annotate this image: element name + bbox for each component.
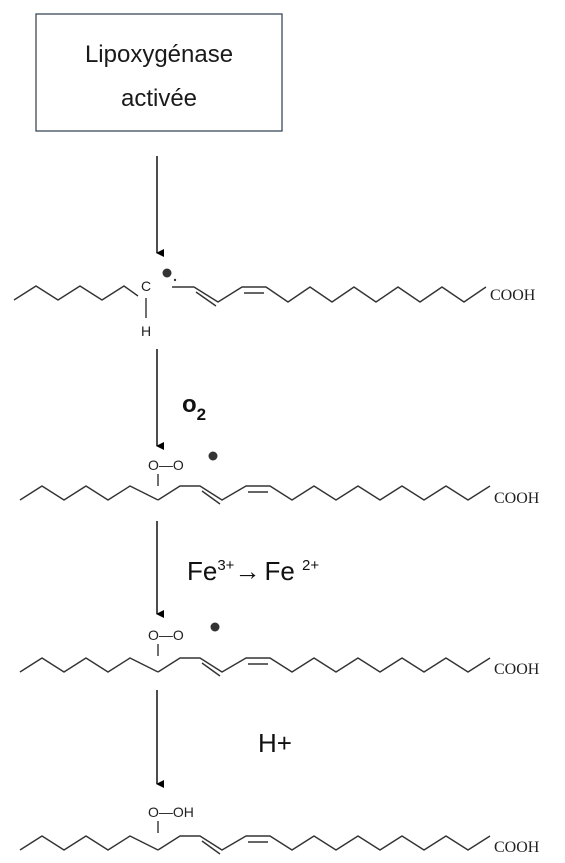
- enzyme-name-line1: Lipoxygénase: [85, 41, 233, 68]
- mol1-double-bond-1: [195, 291, 217, 307]
- mol4-right-chain: [157, 835, 491, 851]
- mol3-double-bond-1: [201, 662, 221, 677]
- mol1-hydrogen: H: [141, 323, 151, 339]
- mol1-right-chain: [172, 286, 487, 303]
- mol2-right-chain: [157, 485, 491, 501]
- mol2-radical-dot: [208, 451, 218, 461]
- mol3-peroxy-group: O—O: [148, 627, 184, 643]
- mol4-hydroperoxy-group: O—OH: [148, 804, 194, 820]
- enzyme-box: Lipoxygénase activée: [35, 13, 283, 132]
- fe-arrow: →: [234, 556, 260, 586]
- molecule-2: O—O COOH: [19, 451, 540, 507]
- mol3-right-chain: [157, 657, 491, 673]
- mol3-radical-dot: [210, 622, 220, 632]
- mol1-left-chain: [13, 285, 139, 301]
- mol2-acid: COOH: [494, 490, 540, 507]
- mol3-acid: COOH: [494, 661, 540, 678]
- condition-iron: Fe3+→Fe 2+: [187, 556, 319, 586]
- mol2-double-bond-1: [201, 490, 221, 505]
- o2-main: o: [182, 391, 197, 418]
- fe-b: Fe: [264, 556, 302, 586]
- mol1-carbon: C: [141, 278, 151, 294]
- mol3-left-chain: [19, 657, 159, 673]
- mol2-left-chain: [19, 485, 159, 501]
- enzyme-name-line2: activée: [121, 85, 197, 112]
- fe-a: Fe: [187, 556, 217, 586]
- condition-h-plus: H+: [258, 728, 292, 758]
- o2-subscript: 2: [197, 405, 206, 424]
- fe-a-sup: 3+: [217, 557, 234, 574]
- condition-o2: o2: [182, 391, 206, 424]
- mol4-double-bond-1: [201, 840, 221, 855]
- svg-text:Fe3+→Fe 2+: Fe3+→Fe 2+: [187, 556, 319, 586]
- enzyme-box-frame: [35, 13, 283, 132]
- mol2-peroxy-group: O—O: [148, 457, 184, 473]
- mol4-acid: COOH: [494, 839, 540, 856]
- molecule-3: O—O COOH: [19, 622, 540, 678]
- molecule-4: O—OH COOH: [19, 804, 540, 856]
- fe-b-sup: 2+: [302, 557, 319, 574]
- mol1-radical-dot: [162, 268, 172, 278]
- mol1-acid: COOH: [490, 287, 536, 304]
- mol1-radical-dot-small: [173, 278, 177, 282]
- svg-text:o2: o2: [182, 391, 206, 424]
- molecule-1: C H COOH: [13, 268, 536, 339]
- mol4-left-chain: [19, 835, 159, 851]
